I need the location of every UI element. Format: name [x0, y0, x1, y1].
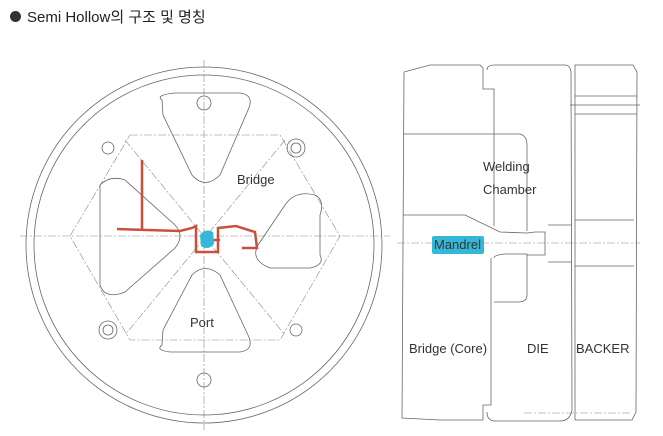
- front-view: Bridge Port: [20, 60, 390, 430]
- die-block: [486, 64, 573, 422]
- port-right: [255, 193, 323, 269]
- bridge-hexagon: [69, 134, 341, 341]
- bridge-core-label: Bridge (Core): [409, 341, 487, 356]
- port-top: [159, 92, 251, 183]
- backer-block: [570, 64, 640, 421]
- die-label: DIE: [527, 341, 549, 356]
- port-label: Port: [190, 315, 214, 330]
- bridge-label: Bridge: [237, 172, 275, 187]
- welding-label: Welding: [483, 159, 530, 174]
- bolt-holes: [98, 95, 306, 388]
- backer-label: BACKER: [576, 341, 629, 356]
- chamber-label: Chamber: [483, 182, 537, 197]
- page-title: Semi Hollow의 구조 및 명칭: [10, 6, 206, 27]
- title-text: Semi Hollow의 구조 및 명칭: [27, 9, 206, 26]
- port-left: [99, 177, 181, 296]
- bridge-core-block: [401, 64, 495, 421]
- mandrel-highlight: [200, 230, 214, 249]
- section-view: Welding Chamber Mandrel Bridge (Core) DI…: [397, 64, 640, 422]
- welding-chamber: [403, 133, 546, 303]
- bullet-icon: [10, 11, 21, 22]
- mandrel-label-highlight: [432, 236, 484, 254]
- mandrel-label: Mandrel: [434, 237, 481, 252]
- port-bottom: [159, 268, 251, 353]
- profile-outline-red: [116, 160, 259, 254]
